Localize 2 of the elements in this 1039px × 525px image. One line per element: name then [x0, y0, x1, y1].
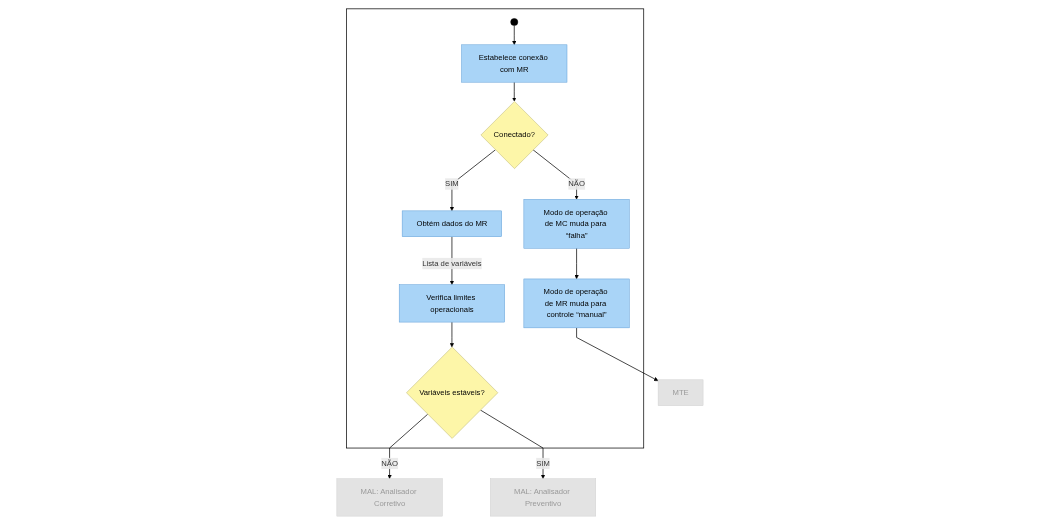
cluster — [345, 8, 644, 449]
node-circle — [509, 18, 518, 26]
